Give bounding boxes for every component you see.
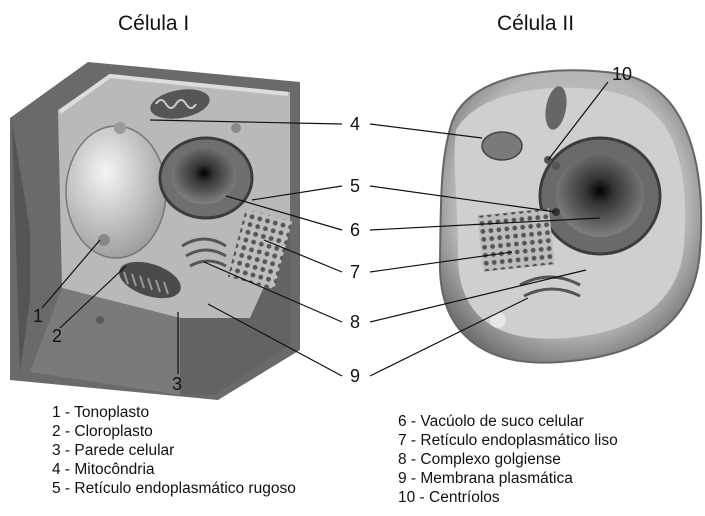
legend-right: 6 - Vacúolo de suco celular 7 - Retículo…	[398, 412, 618, 507]
label-8: 8	[350, 312, 360, 332]
legend-item-7: 7 - Retículo endoplasmático liso	[398, 431, 618, 450]
legend-item-1: 1 - Tonoplasto	[52, 403, 296, 422]
mitochondrion-2	[482, 132, 522, 160]
legend-item-4: 4 - Mitocôndria	[52, 460, 296, 479]
nucleus-2	[556, 153, 644, 237]
label-7: 7	[350, 262, 360, 282]
legend-left: 1 - Tonoplasto 2 - Cloroplasto 3 - Pared…	[52, 403, 296, 498]
label-6: 6	[350, 220, 360, 240]
legend-item-10: 10 - Centríolos	[398, 488, 618, 507]
smooth-er	[477, 208, 554, 271]
label-3: 3	[172, 374, 182, 394]
legend-item-6: 6 - Vacúolo de suco celular	[398, 412, 618, 431]
legend-item-5: 5 - Retículo endoplasmático rugoso	[52, 479, 296, 498]
label-10: 10	[612, 64, 632, 84]
legend-item-9: 9 - Membrana plasmática	[398, 469, 618, 488]
label-5: 5	[350, 176, 360, 196]
label-9: 9	[350, 366, 360, 386]
animal-cell	[440, 70, 701, 362]
plant-cell	[10, 62, 300, 400]
legend-item-2: 2 - Cloroplasto	[52, 422, 296, 441]
label-4: 4	[350, 114, 360, 134]
legend-item-3: 3 - Parede celular	[52, 441, 296, 460]
label-1: 1	[33, 306, 43, 326]
legend-item-8: 8 - Complexo golgiense	[398, 450, 618, 469]
label-2: 2	[52, 326, 62, 346]
vacuole	[66, 126, 166, 258]
